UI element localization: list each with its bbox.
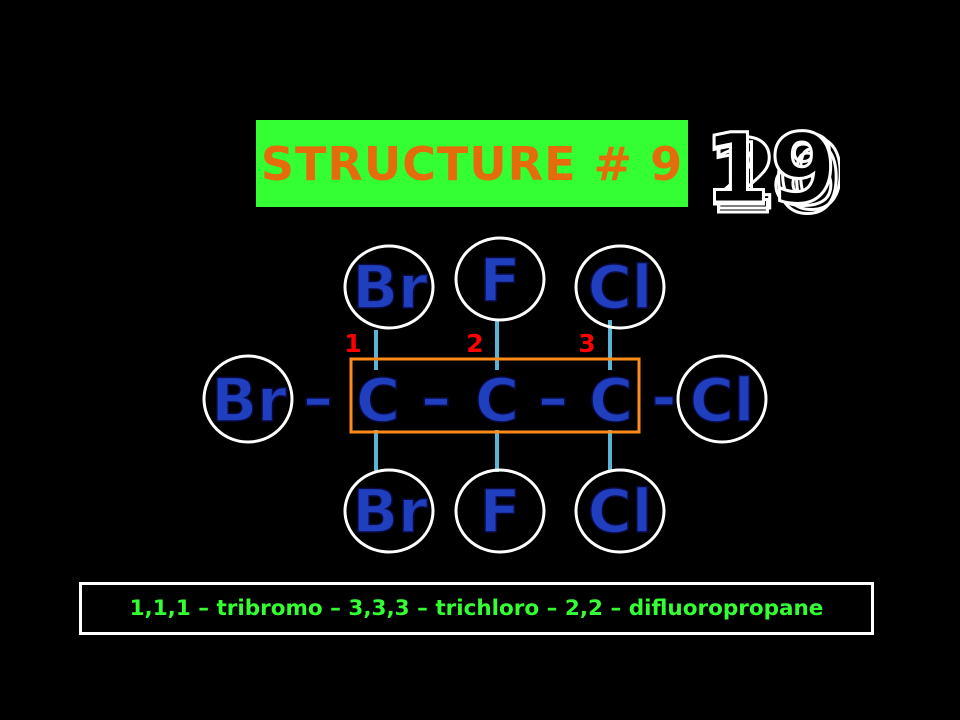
circle-top-br (343, 244, 435, 330)
title-banner: STRUCTURE # 9 (256, 120, 688, 207)
circle-top-cl (574, 244, 666, 330)
iupac-name: 1,1,1 – tribromo – 3,3,3 – trichloro – 2… (129, 596, 824, 621)
atom-labels: Br F Cl Br C C C Cl Br F Cl – – – - (211, 245, 755, 548)
circle-right-cl (676, 354, 768, 444)
timer-ghost-1: 10 (707, 123, 840, 224)
bond-dash-3: – (538, 363, 568, 433)
atom-chain-c1: C (356, 366, 400, 436)
atom-bottom-2: F (480, 477, 521, 547)
circle-left-br (202, 354, 294, 444)
atom-bottom-1: Br (352, 477, 428, 547)
atom-chain-right: Cl (690, 366, 755, 436)
carbon-chain-highlight (349, 357, 641, 434)
iupac-name-box: 1,1,1 – tribromo – 3,3,3 – trichloro – 2… (79, 582, 874, 635)
circle-bottom-f (454, 468, 546, 554)
bond-dash-2: – (421, 363, 451, 433)
page-title: STRUCTURE # 9 (260, 136, 684, 191)
timer-value: 19 (703, 113, 837, 224)
circle-top-f (454, 236, 546, 322)
carbon-number-1: 1 (344, 329, 361, 358)
timer-ghost-3: 20 (711, 119, 840, 224)
atom-chain-left: Br (211, 366, 287, 436)
circle-bottom-br (343, 468, 435, 554)
timer-digits: 10 18 20 19 (702, 112, 840, 225)
atom-top-3: Cl (588, 253, 653, 323)
carbon-numbers: 1 2 3 (344, 329, 595, 358)
atom-top-1: Br (352, 253, 428, 323)
bond-dash-4: - (652, 363, 677, 433)
countdown-timer: 10 18 20 19 (702, 112, 840, 225)
atom-bottom-3: Cl (588, 477, 653, 547)
carbon-number-2: 2 (466, 329, 483, 358)
atom-chain-c3: C (589, 366, 633, 436)
atom-top-2: F (480, 246, 521, 316)
bond-dash-1: – (303, 363, 333, 433)
atom-chain-c2: C (475, 366, 519, 436)
timer-ghost-2: 18 (703, 115, 837, 224)
atom-circles (202, 236, 768, 554)
carbon-number-3: 3 (578, 329, 595, 358)
circle-bottom-cl (574, 468, 666, 554)
